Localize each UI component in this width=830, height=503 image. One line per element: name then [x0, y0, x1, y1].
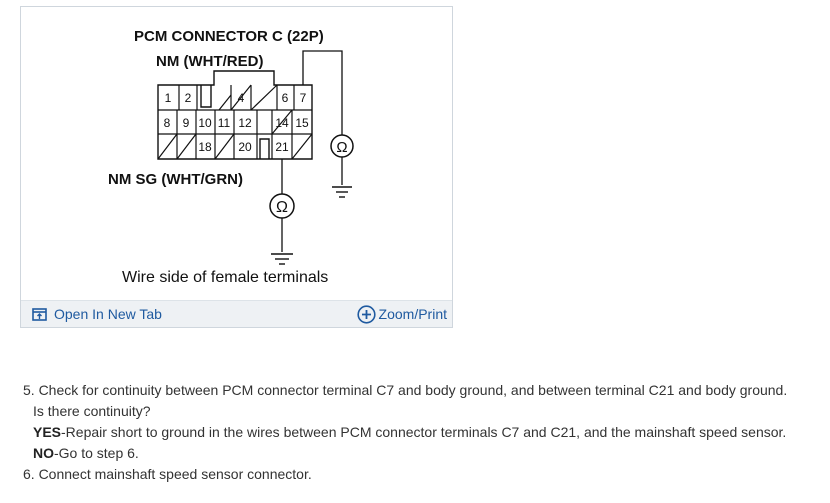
blank-cell-16 [157, 133, 178, 160]
pin-number: 6 [282, 91, 289, 105]
ground-symbol [332, 186, 352, 198]
pin-number: 9 [183, 116, 190, 130]
ohm-glyph: Ω [336, 139, 347, 156]
row3-cells [176, 134, 293, 159]
key-notch [200, 85, 212, 108]
probe-wire-c7 [302, 50, 343, 135]
pin-number: 11 [218, 116, 231, 130]
no-text: -Go to step 6. [54, 445, 139, 461]
blank-cell-17 [176, 133, 197, 160]
key-notch-lower [259, 138, 270, 159]
connector-diagram: PCM CONNECTOR C (22P) NM (WHT/RED) [108, 28, 354, 286]
ohm-glyph: Ω [276, 199, 288, 216]
pin-number: 2 [185, 91, 192, 105]
blank-cell-13 [271, 109, 293, 135]
step-5-no: NO-Go to step 6. [23, 443, 823, 464]
row1-cells [178, 85, 295, 110]
blank-cell-19 [214, 133, 235, 160]
zoom-print-button[interactable]: Zoom/Print [356, 301, 447, 327]
no-label: NO [33, 445, 54, 461]
open-in-new-tab-label: Open In New Tab [54, 306, 162, 322]
pin-number: 7 [300, 91, 307, 105]
pin-number: 8 [164, 116, 171, 130]
pin-number: 15 [295, 116, 309, 130]
diagram-figure: PCM CONNECTOR C (22P) NM (WHT/RED) [20, 6, 453, 328]
step-5: 5. Check for continuity between PCM conn… [23, 382, 788, 398]
step-5-question: Is there continuity? [33, 403, 151, 419]
ground-symbol [271, 253, 293, 265]
connector-outline [157, 70, 313, 160]
diagram-caption: Wire side of female terminals [122, 269, 328, 286]
pin-number: 12 [238, 116, 252, 130]
pin-number: 10 [198, 116, 212, 130]
pin-number: 1 [165, 91, 172, 105]
open-in-new-tab-icon [32, 307, 47, 321]
blank-cell-6 [250, 84, 278, 111]
blank-cell-22 [291, 133, 313, 160]
yes-label: YES [33, 424, 62, 440]
nm-sg-wire-label: NM SG (WHT/GRN) [108, 171, 243, 188]
step-5-yes: YES-Repair short to ground in the wires … [23, 422, 823, 443]
open-in-new-tab-button[interactable]: Open In New Tab [32, 301, 162, 327]
blank-cell-5b [218, 94, 232, 111]
row2-cells [176, 110, 293, 134]
pin-number: 18 [198, 140, 212, 154]
pin-number: 20 [238, 140, 252, 154]
blank-cell-5 [230, 84, 252, 111]
circle-plus-icon [356, 304, 376, 324]
zoom-print-label: Zoom/Print [378, 306, 447, 322]
pin-number: 4 [238, 91, 245, 105]
step-6: 6. Connect mainshaft speed sensor connec… [23, 466, 312, 482]
nm-wire-label: NM (WHT/RED) [156, 53, 263, 70]
figure-toolbar: Open In New Tab Zoom/Print [21, 300, 452, 327]
connector-title: PCM CONNECTOR C (22P) [134, 28, 324, 45]
procedure-steps: 5. Check for continuity between PCM conn… [23, 380, 823, 485]
yes-text: -Repair short to ground in the wires bet… [61, 424, 787, 440]
pin-number: 14 [275, 116, 289, 130]
pin-number: 21 [275, 140, 289, 154]
